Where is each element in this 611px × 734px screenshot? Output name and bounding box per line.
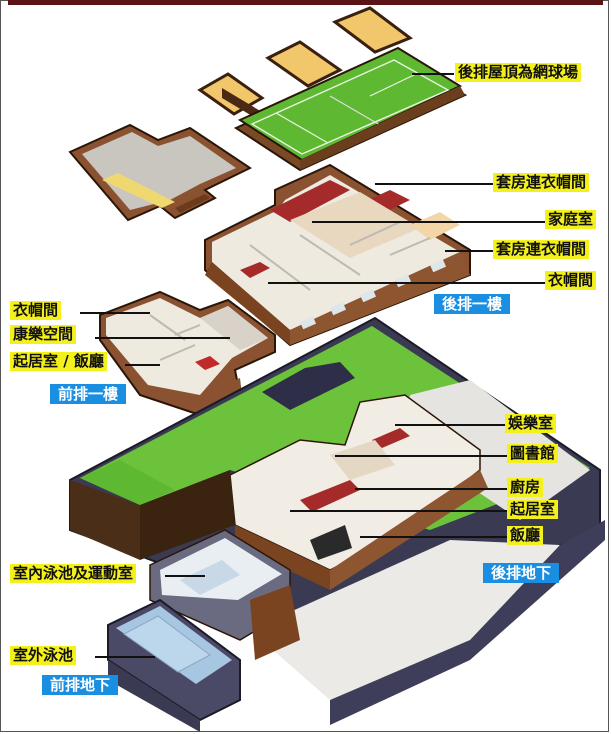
label-indoor-pool-gym: 室內泳池及運動室 — [10, 564, 137, 583]
leader-roof-tennis — [412, 73, 454, 75]
label-library: 圖書館 — [507, 444, 559, 463]
top-border-bar — [8, 0, 603, 5]
front-roof-level — [68, 123, 253, 222]
tag-rear-first-floor: 後排一樓 — [434, 294, 511, 314]
label-recreation-space: 康樂空間 — [10, 325, 77, 344]
leader-living-dining-front — [125, 364, 160, 366]
label-suite-with-closet-1: 套房連衣帽間 — [493, 173, 590, 192]
label-kitchen: 廚房 — [507, 478, 544, 497]
leader-kitchen — [355, 488, 507, 490]
label-living-room-rear: 起居室 — [507, 500, 559, 519]
label-outdoor-pool: 室外泳池 — [10, 646, 77, 665]
label-walk-in-closet-rear: 衣帽間 — [545, 271, 597, 290]
leader-library — [335, 455, 507, 457]
leader-suite-2 — [445, 250, 493, 252]
leader-indoor-pool-gym — [165, 575, 205, 577]
tag-front-first-floor: 前排一樓 — [50, 384, 127, 404]
leader-closet-front — [80, 312, 150, 314]
label-living-dining-front: 起居室 / 飯廳 — [10, 352, 107, 371]
label-entertainment-room: 娛樂室 — [505, 414, 557, 433]
label-dining-room-rear: 飯廳 — [507, 526, 544, 545]
leader-recreation — [95, 337, 230, 339]
leader-closet-rear — [268, 282, 545, 284]
front-basement-level — [107, 529, 300, 732]
front-first-floor-level — [99, 290, 276, 417]
label-walk-in-closet-front: 衣帽間 — [10, 301, 62, 320]
leader-outdoor-pool — [95, 656, 155, 658]
label-family-room: 家庭室 — [545, 210, 597, 229]
leader-dining-rear — [360, 536, 507, 538]
rear-roof-level — [197, 6, 468, 172]
tag-front-basement: 前排地下 — [42, 675, 119, 695]
label-roof-tennis-court: 後排屋頂為網球場 — [455, 63, 582, 82]
rear-basement-level — [69, 316, 605, 725]
leader-suite-1 — [375, 183, 493, 185]
label-suite-with-closet-2: 套房連衣帽間 — [493, 240, 590, 259]
tag-rear-basement: 後排地下 — [483, 563, 560, 583]
leader-living-rear — [290, 510, 507, 512]
leader-family-room — [312, 221, 545, 223]
rear-first-floor-level — [204, 163, 471, 347]
leader-entertainment — [395, 424, 505, 426]
